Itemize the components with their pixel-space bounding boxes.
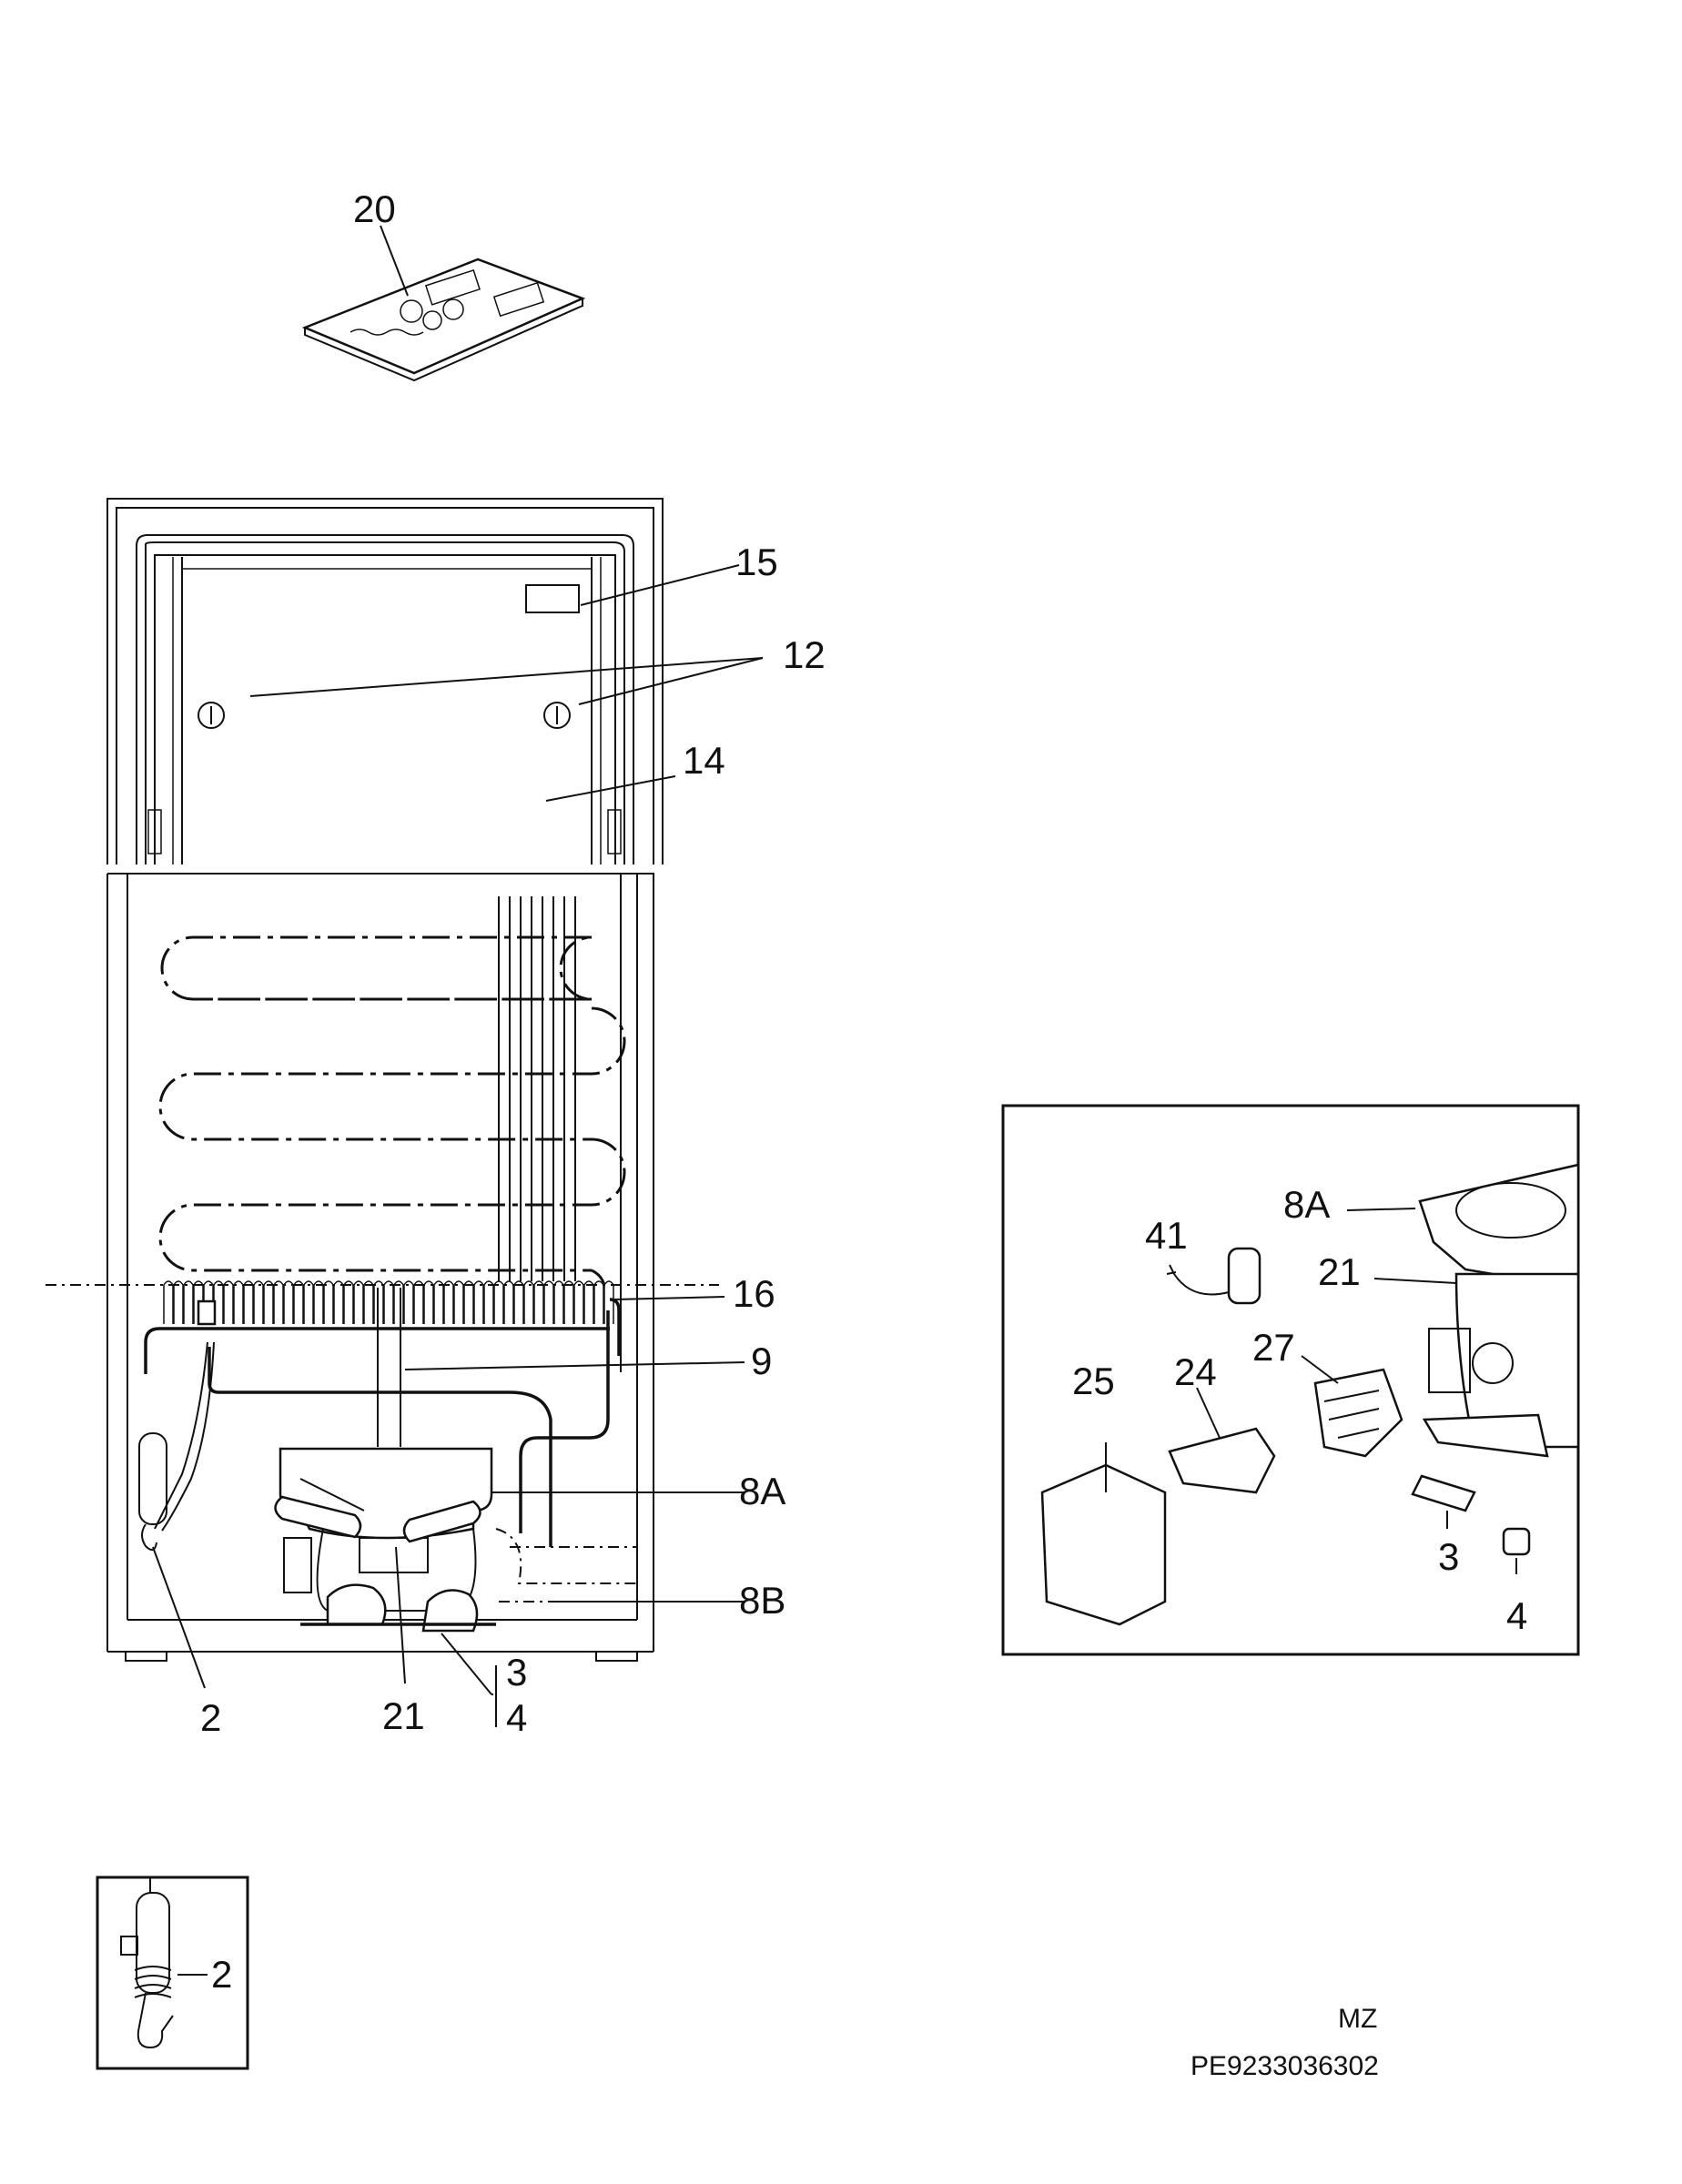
thermostat-sensor [138, 1299, 217, 1689]
label-8A: 8A [739, 1470, 785, 1512]
label-4: 4 [506, 1696, 527, 1739]
fixing-screw-right [543, 702, 571, 729]
label-20: 20 [353, 187, 396, 230]
label-15: 15 [735, 541, 778, 583]
inset-label-41: 41 [1145, 1214, 1188, 1257]
cabinet-lower [46, 873, 719, 1662]
label-9: 9 [751, 1340, 772, 1382]
inset-label-8A: 8A [1283, 1183, 1330, 1226]
inset-label-24: 24 [1174, 1350, 1217, 1393]
footer-part-number: PE9233036302 [1191, 2051, 1379, 2081]
label-2: 2 [200, 1696, 221, 1739]
condenser-fins [163, 1280, 614, 1324]
cabinet-upper [106, 498, 664, 864]
fixing-screw-left [198, 702, 225, 729]
leader-lines-upper [249, 564, 764, 802]
inset-label-4: 4 [1506, 1594, 1527, 1637]
inset-label-25: 25 [1072, 1360, 1115, 1402]
label-12: 12 [783, 633, 826, 676]
footer-code: MZ [1338, 2004, 1377, 2034]
compressor-detail-inset [1001, 1104, 1580, 1656]
drier-pipe [609, 1298, 621, 1356]
inset-label-21: 21 [1318, 1250, 1361, 1293]
label-16: 16 [733, 1272, 775, 1315]
inset-label-27: 27 [1252, 1326, 1295, 1369]
label-3: 3 [506, 1651, 527, 1694]
instruction-manual [301, 225, 586, 382]
label-21: 21 [382, 1694, 425, 1737]
evaporator-coil [158, 896, 626, 1286]
rating-plate [525, 584, 580, 613]
inset-label-3: 3 [1438, 1535, 1459, 1578]
label-14: 14 [683, 739, 725, 782]
label-8B: 8B [739, 1579, 785, 1622]
sensor-detail-inset [96, 1876, 249, 2070]
compressor-assembly [274, 1447, 745, 1727]
leader-16 [613, 1296, 725, 1300]
inset-label-2: 2 [211, 1953, 232, 1996]
pipe-left [144, 1327, 160, 1374]
